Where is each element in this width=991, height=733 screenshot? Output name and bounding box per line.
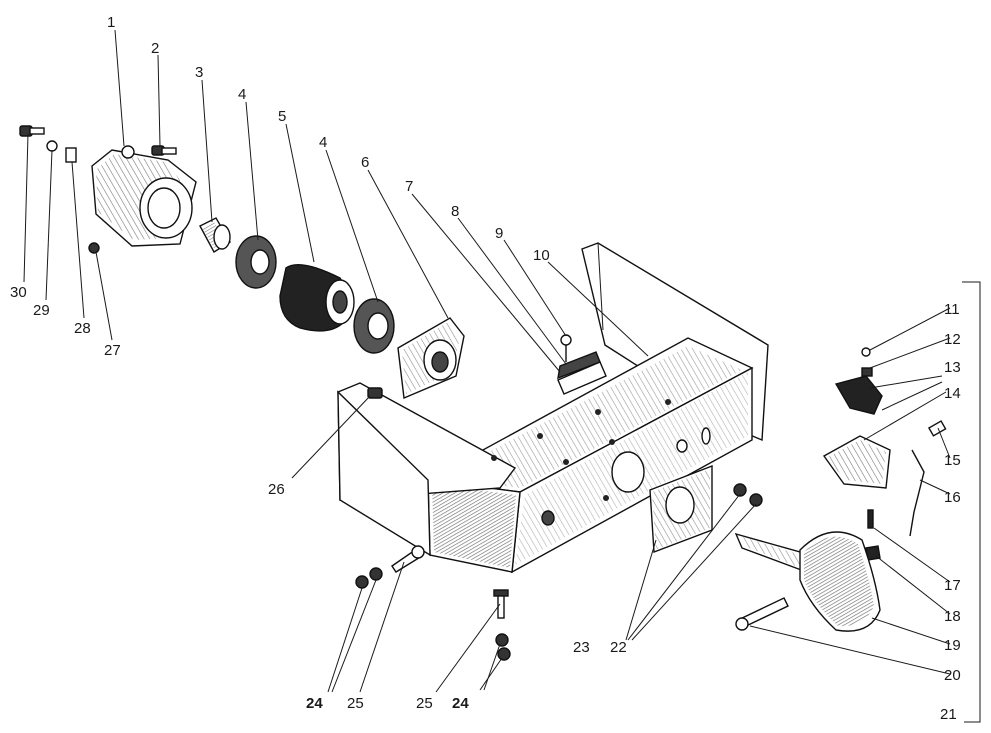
bolt-26 [367,387,383,399]
callout-26: 26 [268,481,285,498]
callout-30: 30 [10,284,27,301]
callout-25a: 25 [347,695,364,712]
callout-9: 9 [495,225,503,242]
callout-12: 12 [944,331,961,348]
callout-11: 11 [944,301,960,318]
callout-23: 23 [573,639,590,656]
linkage-parts [734,347,947,632]
callout-labels: 1 2 3 4 5 4 6 7 8 9 10 11 12 13 14 15 16… [10,14,961,723]
callout-19: 19 [944,637,961,654]
callout-16: 16 [944,489,961,506]
callout-7: 7 [405,178,413,195]
washer-right [353,298,395,354]
callout-24b: 24 [452,695,469,712]
callout-20: 20 [944,667,961,684]
callout-21: 21 [940,706,957,723]
leader-lines [23,29,981,723]
bolt-2 [151,145,177,156]
frame-beam [337,242,769,574]
housing [91,145,197,247]
callout-14: 14 [944,385,961,402]
callout-25b: 25 [416,695,433,712]
callout-4a: 4 [238,86,246,103]
callout-18: 18 [944,608,961,625]
callout-3: 3 [195,64,203,81]
callout-4b: 4 [319,134,327,151]
callout-2: 2 [151,40,159,57]
callout-8: 8 [451,203,459,220]
callout-17: 17 [944,577,961,594]
roller [279,264,355,332]
small-hardware-left [19,125,100,254]
callout-29: 29 [33,302,50,319]
callout-24a: 24 [306,695,323,712]
callout-28: 28 [74,320,91,337]
callout-15: 15 [944,452,961,469]
callout-1: 1 [107,14,115,31]
callout-5: 5 [278,108,286,125]
callout-6: 6 [361,154,369,171]
washer-left [235,235,277,289]
flange [397,317,465,400]
callout-13: 13 [944,359,961,376]
callout-10: 10 [533,247,550,264]
clamp-bracket [557,334,607,395]
callout-22: 22 [610,639,627,656]
bushing [199,217,231,253]
mounting-plate [649,464,713,553]
callout-27: 27 [104,342,121,359]
